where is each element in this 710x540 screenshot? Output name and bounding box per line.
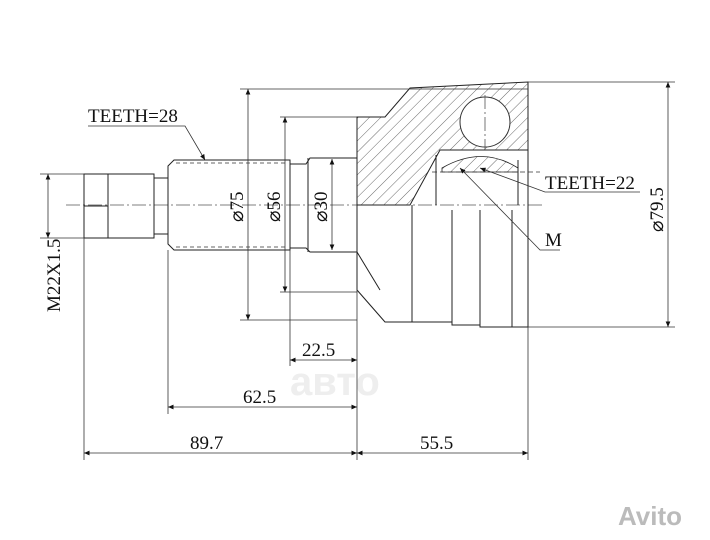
thread-label: M22X1.5 xyxy=(44,239,65,312)
teeth-shaft-label: TEETH=28 xyxy=(88,106,178,127)
avito-watermark: Avito xyxy=(618,501,682,531)
dia-79-5-label: ⌀79.5 xyxy=(647,187,668,232)
length-89-7-label: 89.7 xyxy=(190,433,223,454)
watermark-center: авто xyxy=(290,360,380,404)
marker-label: M xyxy=(545,230,562,251)
threaded-stub xyxy=(83,173,169,239)
dia-75-label: ⌀75 xyxy=(227,192,248,222)
outer-housing xyxy=(356,81,540,328)
dimension-lines xyxy=(40,81,675,460)
dia-30-label: ⌀30 xyxy=(311,192,332,222)
teeth-inner-label: TEETH=22 xyxy=(545,173,635,194)
dia-56-label: ⌀56 xyxy=(264,192,285,222)
length-22-5-label: 22.5 xyxy=(302,340,335,361)
length-62-5-label: 62.5 xyxy=(243,387,276,408)
length-55-5-label: 55.5 xyxy=(420,433,453,454)
